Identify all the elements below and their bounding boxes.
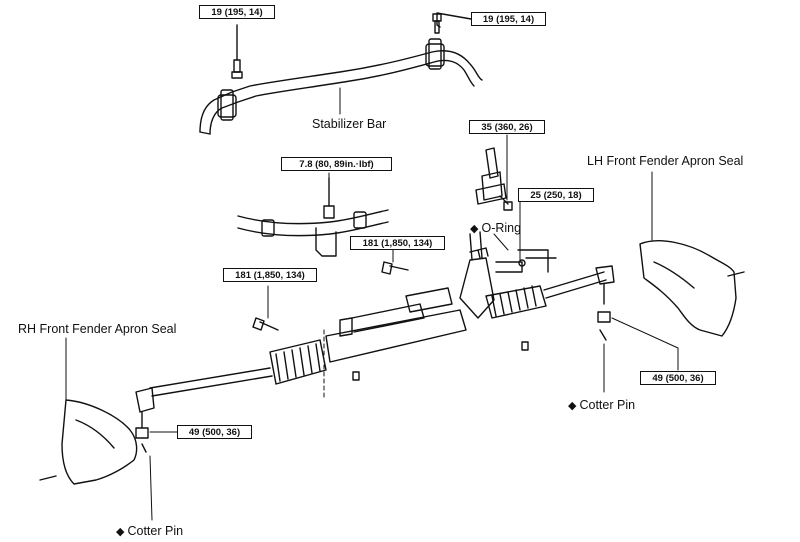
leader-lines [65,24,679,521]
torque-spec-clamp: 7.8 (80, 89in.·lbf) [281,157,392,171]
torque-spec-stabilizer-right: 19 (195, 14) [471,12,546,26]
non-reusable-symbol: ◆ [470,223,479,235]
stabilizer-bar-drawing [199,38,483,135]
center-clamp-drawing [237,177,389,257]
torque-spec-stabilizer-left: 19 (195, 14) [199,5,275,19]
torque-spec-gear-top: 35 (360, 26) [469,120,545,134]
torque-spec-mount-center: 181 (1,850, 134) [350,236,445,250]
torque-spec-mount-left: 181 (1,850, 134) [223,268,317,282]
stabilizer-bolt-right [432,12,472,34]
cotter-pin-left-text: Cotter Pin [127,524,184,538]
label-o-ring: ◆O-Ring [470,221,521,237]
label-stabilizer-bar: Stabilizer Bar [312,117,387,131]
o-ring-text: O-Ring [481,221,522,235]
label-cotter-pin-left: ◆Cotter Pin [116,524,183,540]
intermediate-shaft-drawing [475,147,507,205]
torque-spec-tie-rod-right: 49 (500, 36) [640,371,716,385]
steering-rack-drawing [149,231,607,397]
label-lh-fender-apron-seal: LH Front Fender Apron Seal [587,154,744,168]
cotter-pin-nut-hardware [135,311,611,453]
label-cotter-pin-right: ◆Cotter Pin [568,398,635,414]
mounting-bolts [39,195,745,481]
tie-rod-ends [135,265,615,429]
torque-spec-tie-rod-left: 49 (500, 36) [177,425,252,439]
torque-spec-pressure-line: 25 (250, 18) [518,188,594,202]
non-reusable-symbol: ◆ [116,526,125,538]
lh-fender-seal-drawing [639,240,737,337]
non-reusable-symbol: ◆ [568,400,577,412]
rh-fender-seal-drawing [61,399,138,485]
cotter-pin-right-text: Cotter Pin [579,398,636,412]
label-rh-fender-apron-seal: RH Front Fender Apron Seal [18,322,177,336]
